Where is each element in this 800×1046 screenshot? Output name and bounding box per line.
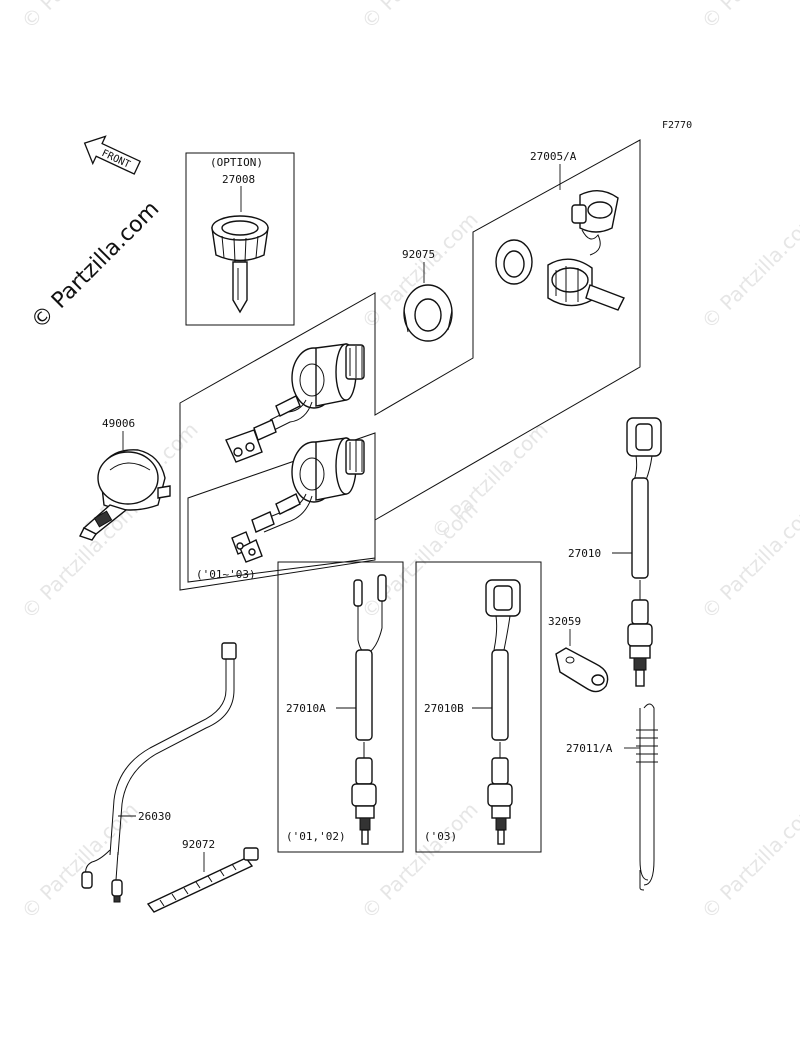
figure-code: F2770 [662,120,692,131]
part-label-32059: 32059 [548,615,581,628]
watermark: © Partzilla.com [697,497,800,623]
clamp-32059 [555,647,609,693]
part-label-27005: 27005/A [530,150,577,163]
bushing-92075 [403,284,453,342]
cable-tie-92072 [146,847,259,913]
part-label-26030: 26030 [138,810,171,823]
variant-box-01-03: ('01~'03) [187,432,376,583]
switch-27010 [626,417,662,687]
watermark: © Partzilla.com [697,797,800,923]
switch-assembly-group: 27005/A [179,139,641,591]
front-arrow-icon: FRONT [83,135,142,175]
part-label-27010A: 27010A [286,702,326,715]
watermark: © Partzilla.com [357,797,483,923]
note-01-02: ('01,'02) [286,830,346,843]
variant-box-27010A: 27010A ('01,'02) [277,561,404,853]
part-label-49006: 49006 [102,417,135,430]
watermark: © Partzilla.com [17,0,143,34]
part-label-27011: 27011/A [566,742,613,755]
cover-49006 [79,449,171,541]
variant-box-27010B: 27010B ('03) [415,561,542,853]
part-label-27008: 27008 [222,173,255,186]
option-title: (OPTION) [210,156,263,169]
cable-27011 [636,703,658,891]
watermark: © Partzilla.com [17,497,143,623]
part-label-92072: 92072 [182,838,215,851]
part-label-27010: 27010 [568,547,601,560]
watermark: © Partzilla.com [697,0,800,34]
option-box: (OPTION) 27008 [185,152,295,326]
watermark: © Partzilla.com [357,0,483,34]
watermark: © Partzilla.com [697,207,800,333]
brand-logo-text: © Partzilla.com [27,197,165,335]
harness-26030 [81,642,237,903]
note-03: ('03) [424,830,457,843]
watermark: © Partzilla.com [427,417,553,543]
part-label-92075: 92075 [402,248,435,261]
note-01-03: ('01~'03) [196,568,256,581]
ignition-switch-upper [225,343,365,463]
part-label-27010B: 27010B [424,702,464,715]
